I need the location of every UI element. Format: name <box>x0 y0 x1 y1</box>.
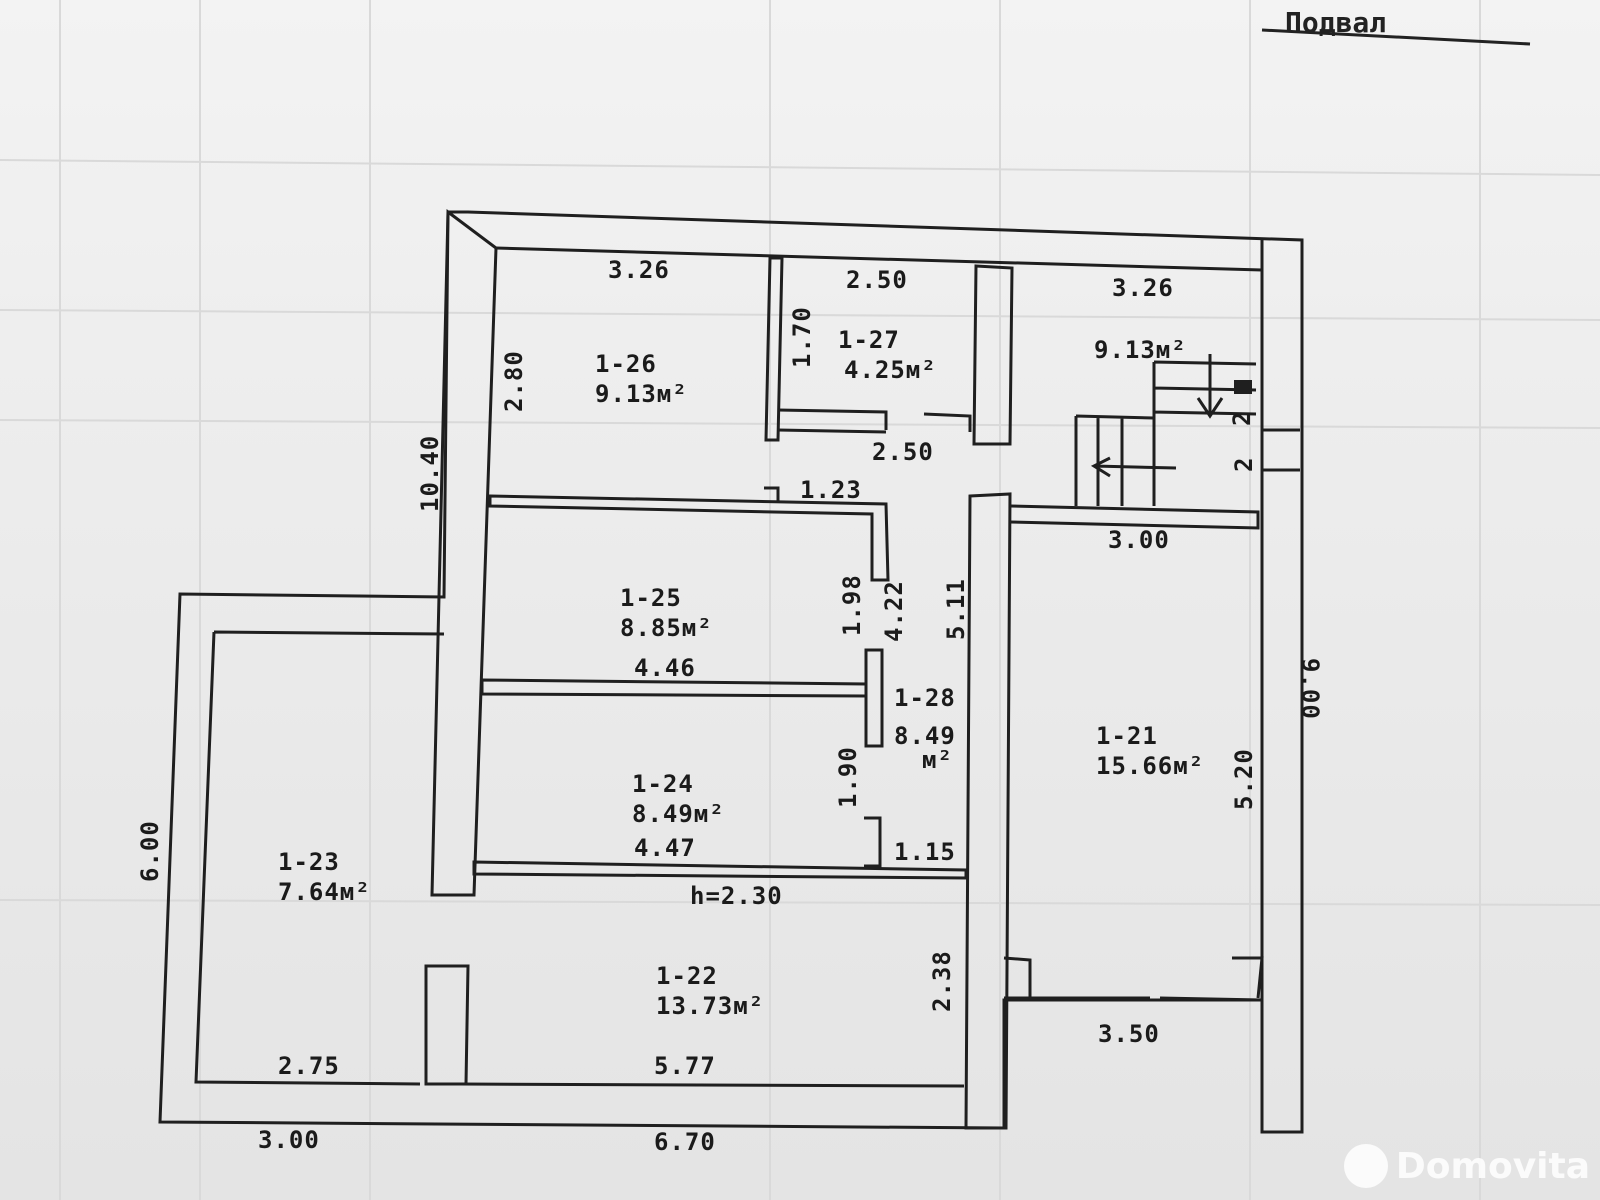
dim-300-mid: 3.00 <box>1108 526 1170 554</box>
post-28 <box>864 648 884 748</box>
wall-23-inner <box>194 630 445 1086</box>
outer-wall <box>158 210 1304 1134</box>
stair-arrow-left <box>1090 456 1177 478</box>
room-1-21-label: 1-21 15.66м² <box>1096 722 1205 780</box>
watermark-icon <box>1343 1144 1388 1188</box>
dim-v-280: 2.80 <box>500 350 528 412</box>
dim-v-stair-2: 2 <box>1230 456 1258 472</box>
dim-v-511: 5.11 <box>942 578 970 640</box>
dim-350: 3.50 <box>1098 1020 1160 1048</box>
dim-v-stair-1: 2 <box>1228 410 1256 426</box>
dim-123: 1.23 <box>800 476 862 504</box>
dim-bottom-left: 3.00 <box>258 1126 320 1154</box>
wall-24-bottom <box>472 860 968 880</box>
stairs <box>1074 360 1257 506</box>
wall-21-bottom <box>1003 956 1264 1002</box>
dim-v-198: 1.98 <box>838 574 866 636</box>
room-1-24-label: 1-24 8.49м² <box>632 770 725 828</box>
wall-22-bottom <box>459 1082 965 1088</box>
small-wall-right <box>1262 428 1300 472</box>
dim-v-600: 6.00 <box>136 820 164 882</box>
room-1-28-label: 1-28 8.49 м² <box>894 684 956 774</box>
dim-height: h=2.30 <box>690 882 783 910</box>
watermark-text: Domovita <box>1395 1145 1590 1187</box>
wall-27-right <box>972 264 1014 446</box>
wall-27-left <box>764 256 784 442</box>
dim-v-238: 2.38 <box>928 950 956 1012</box>
dim-v-170: 1.70 <box>788 306 816 368</box>
dim-447: 4.47 <box>634 834 696 862</box>
dim-115: 1.15 <box>894 838 956 866</box>
wall-27-bottom <box>777 408 972 434</box>
wall-26-bottom <box>488 494 890 582</box>
dim-top-left: 3.26 <box>608 256 670 284</box>
dim-446: 4.46 <box>634 654 696 682</box>
stair-area-label: 9.13м² <box>1094 336 1187 364</box>
stair-arrow-down <box>1196 354 1224 419</box>
room-1-26-label: 1-26 9.13м² <box>595 350 688 408</box>
wall-center <box>964 492 1012 1130</box>
dim-bottom-mid: 6.70 <box>654 1128 716 1156</box>
watermark-logo: Domovita <box>1343 1144 1590 1188</box>
dim-v-422: 4.22 <box>880 580 908 642</box>
wall-top-inner <box>495 246 1263 272</box>
dim-v-190: 1.90 <box>834 746 862 808</box>
dim-v-520: 5.20 <box>1230 748 1258 810</box>
room-1-22-label: 1-22 13.73м² <box>656 962 765 1020</box>
dim-v-900: 9.00 <box>1296 658 1324 720</box>
room-1-25-label: 1-25 8.85м² <box>620 584 713 642</box>
wall-left-main <box>430 209 498 897</box>
dim-v-1040: 10.40 <box>416 434 444 512</box>
dim-577: 5.77 <box>654 1052 716 1080</box>
dim-275: 2.75 <box>278 1052 340 1080</box>
dim-top-right: 3.26 <box>1112 274 1174 302</box>
dim-top-mid: 2.50 <box>846 266 908 294</box>
door-mark-123 <box>764 486 780 502</box>
stair-mark-1 <box>1234 380 1252 394</box>
post-115 <box>864 816 882 868</box>
room-1-27-label: 1-27 4.25м² <box>838 326 937 384</box>
room-1-23-label: 1-23 7.64м² <box>278 848 371 906</box>
dim-door-27: 2.50 <box>872 438 934 466</box>
wall-21-top <box>1009 504 1260 530</box>
